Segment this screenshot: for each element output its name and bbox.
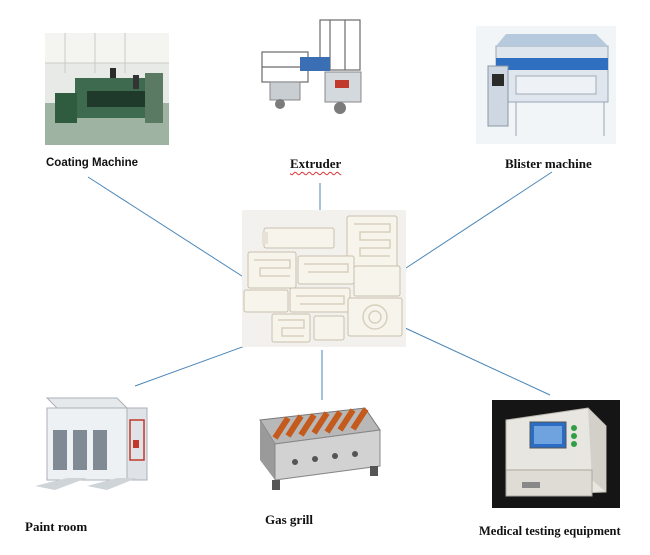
- ceramic-heaters-image: [242, 210, 406, 347]
- paint-room-label: Paint room: [25, 519, 88, 534]
- extruder-image: [250, 12, 375, 122]
- medical-testing-label: Medical testing equipment: [479, 524, 621, 538]
- blister-machine-label: Blister machine: [505, 156, 592, 171]
- coating-machine-label: Coating Machine: [46, 157, 139, 169]
- connector-coating: [87, 176, 246, 279]
- paint-room-image: [27, 390, 155, 500]
- extruder-label: Extruder: [290, 156, 342, 171]
- blister-machine-image: [476, 26, 616, 144]
- coating-machine-image: [45, 33, 169, 145]
- gas-grill-label: Gas grill: [265, 512, 314, 527]
- connector-paint: [134, 341, 257, 387]
- connector-blister: [405, 171, 553, 269]
- gas-grill-image: [240, 400, 385, 502]
- connector-medical: [402, 326, 551, 396]
- medical-testing-image: [492, 400, 620, 508]
